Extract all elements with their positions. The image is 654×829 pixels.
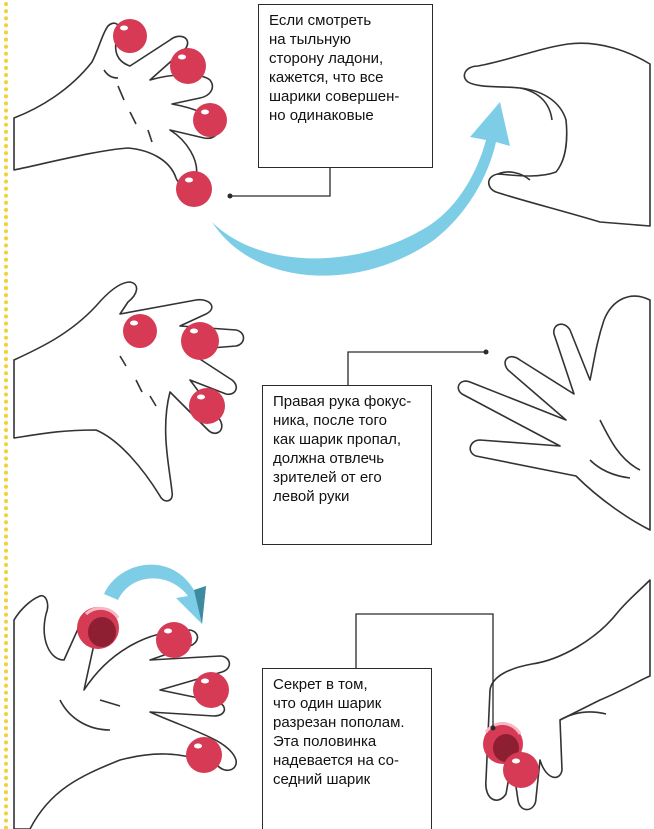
callout-secret-half-ball: Секрет в том, что один шарик разрезан по…: [262, 668, 432, 829]
connector-2: [348, 352, 486, 385]
callout-line: Эта половинка: [273, 732, 423, 751]
callout-line: ника, после того: [273, 411, 423, 430]
hand-back-four-balls-icon: [14, 23, 219, 186]
callout-line: шарики совершен-: [269, 87, 424, 106]
small-curved-arrow-icon: [104, 565, 206, 624]
callout-line: разрезан пополам.: [273, 713, 423, 732]
connector-1: [230, 168, 330, 196]
callout-line: зрителей от его: [273, 468, 423, 487]
callout-line: должна отвлечь: [273, 449, 423, 468]
callout-line: но одинаковые: [269, 106, 424, 125]
callout-line: кажется, что все: [269, 68, 424, 87]
callout-line: седний шарик: [273, 770, 423, 789]
callout-line: Секрет в том,: [273, 675, 423, 694]
callout-line: надевается на со-: [273, 751, 423, 770]
callout-line: левой руки: [273, 487, 423, 506]
callout-right-hand-distraction: Правая рука фокус- ника, после того как …: [262, 385, 432, 545]
callout-line: Если смотреть: [269, 11, 424, 30]
callout-line: Правая рука фокус-: [273, 392, 423, 411]
callout-line: как шарик пропал,: [273, 430, 423, 449]
callout-back-of-hand: Если смотреть на тыльную сторону ладони,…: [258, 4, 433, 168]
hand-right-open-icon: [458, 296, 650, 530]
callout-line: что один шарик: [273, 694, 423, 713]
hand-palm-three-balls-icon: [14, 596, 236, 829]
callout-line: на тыльную: [269, 30, 424, 49]
callout-line: сторону ладони,: [269, 49, 424, 68]
